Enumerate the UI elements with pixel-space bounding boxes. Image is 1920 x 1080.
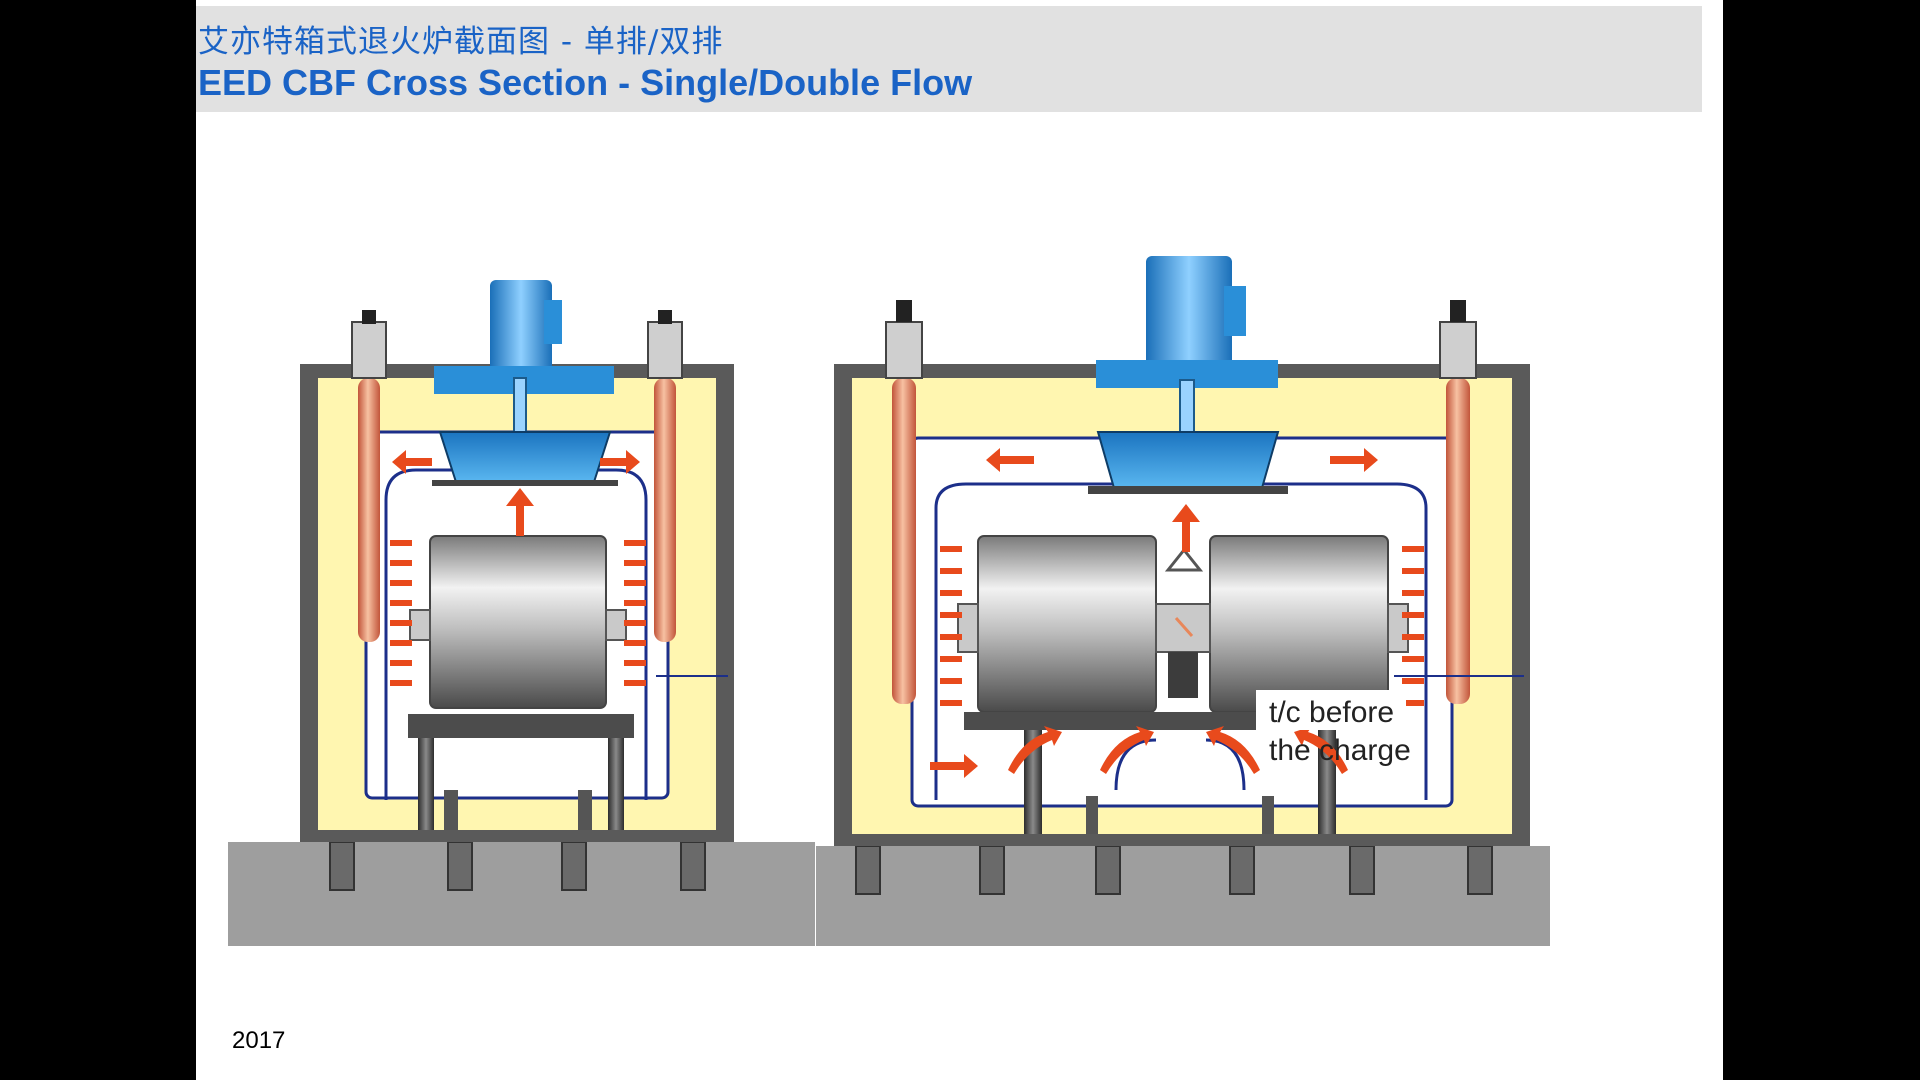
tc-label-line1: t/c before (1269, 696, 1394, 729)
double-flow-furnace: t/c before the charge (816, 256, 1550, 946)
airflow-arrow-icon (930, 754, 978, 778)
title-bar (196, 6, 1702, 112)
title-chinese: 艾亦特箱式退火炉截面图 - 单排/双排 (198, 24, 724, 60)
blower-fan-icon (490, 280, 552, 376)
side-louvres-right (940, 546, 1424, 706)
slide: 艾亦特箱式退火炉截面图 - 单排/双排 EED CBF Cross Sectio… (196, 0, 1723, 1080)
radiant-tubes-right (885, 300, 1477, 704)
circulating-fan-right (1088, 256, 1288, 494)
radiant-tube-heater-icon (892, 378, 916, 704)
blower-fan-icon (1146, 256, 1232, 368)
title-english: EED CBF Cross Section - Single/Double Fl… (198, 62, 973, 103)
steel-coil-icon (977, 535, 1157, 713)
airflow-arrow-icon (600, 450, 640, 474)
foundation-posts-right (855, 845, 1493, 895)
radiant-tube-heater-icon (358, 378, 380, 642)
tc-label-line2: the charge (1269, 734, 1411, 767)
steel-coil-icon (429, 535, 607, 709)
foundation-left (228, 842, 815, 946)
airflow-arrow-icon (1008, 726, 1062, 774)
steel-coil-icon (1209, 535, 1389, 713)
foundation-posts-left (329, 841, 706, 891)
single-flow-furnace (228, 280, 815, 946)
airflow-arrow-icon (506, 488, 534, 536)
circulating-fan-left (432, 280, 618, 486)
airflow-arrow-icon (1206, 726, 1260, 774)
airflow-arrow-icon (392, 450, 432, 474)
airflow-arrow-icon (986, 448, 1034, 472)
airflow-arrow-icon (1294, 726, 1348, 774)
furnace-cross-section-diagram: t/c before the charge (228, 256, 1550, 946)
airflow-arrow-icon (1100, 726, 1154, 774)
footer-year: 2017 (232, 1027, 286, 1054)
radiant-tubes-left (351, 310, 683, 642)
airflow-arrow-icon (1172, 504, 1200, 552)
airflow-arrows-right (930, 448, 1378, 778)
airflow-arrows-left (392, 450, 640, 536)
airflow-arrow-icon (1330, 448, 1378, 472)
side-louvres-left (390, 540, 646, 686)
foundation-right (816, 846, 1550, 946)
radiant-tube-heater-icon (654, 378, 676, 642)
radiant-tube-heater-icon (1446, 378, 1470, 704)
